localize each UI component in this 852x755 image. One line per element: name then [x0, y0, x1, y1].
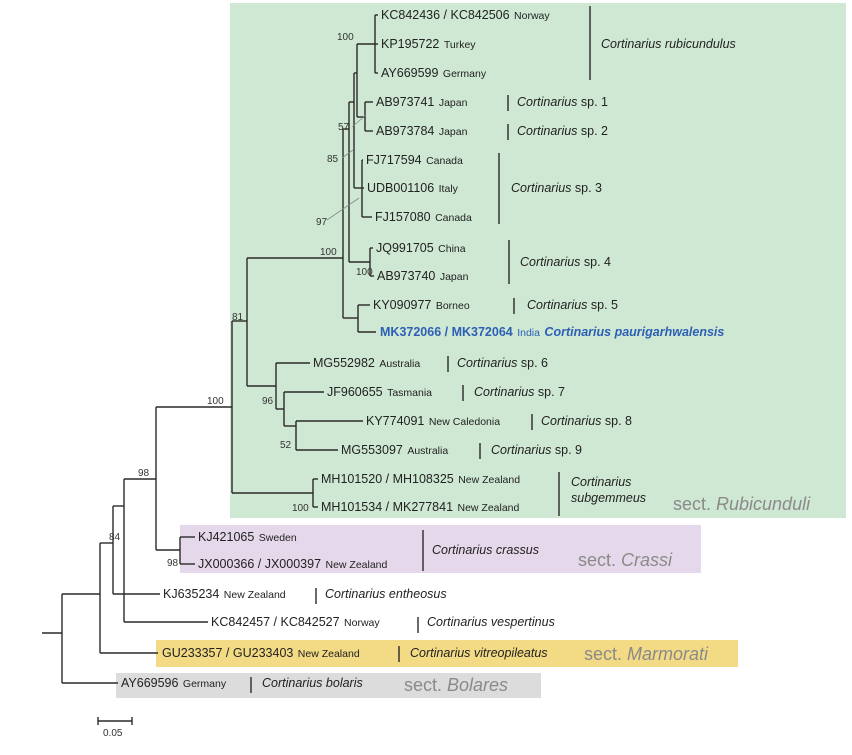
section-rubicunduli-box	[230, 3, 846, 518]
species-subgemmeus-line2: subgemmeus	[571, 491, 646, 505]
leaf-8: FJ157080 Canada	[375, 208, 472, 225]
bootstrap-100-china: 100	[356, 267, 373, 278]
scale-bar-label: 0.05	[103, 728, 123, 739]
section-label-crassi: sect. Crassi	[578, 550, 673, 570]
species-sp1: Cortinarius sp. 1	[517, 95, 608, 109]
species-vespertinus: Cortinarius vespertinus	[427, 615, 555, 629]
bootstrap-85: 85	[327, 154, 339, 165]
species-sp5: Cortinarius sp. 5	[527, 298, 618, 312]
species-sp3: Cortinarius sp. 3	[511, 181, 602, 195]
leaf-11: KY090977 Borneo	[373, 296, 470, 313]
species-sp9: Cortinarius sp. 9	[491, 443, 582, 457]
leaf-16: MG553097 Australia	[341, 441, 448, 458]
leaf-21: KJ635234 New Zealand	[163, 585, 286, 602]
bootstrap-98-crassi: 98	[167, 558, 179, 569]
leaf-20: JX000366 / JX000397 New Zealand	[198, 555, 388, 572]
leaf-5: AB973784 Japan	[376, 122, 468, 139]
leaf-7: UDB001106 Italy	[367, 179, 459, 196]
leaf-6: FJ717594 Canada	[366, 151, 463, 168]
bootstrap-values: 100 57 85 97 100 100 81 96 52 100 100 98…	[109, 32, 373, 569]
leaf-9: JQ991705 China	[376, 239, 466, 256]
leaf-23: GU233357 / GU233403 New Zealand	[162, 644, 360, 661]
species-vitreopileatus: Cortinarius vitreopileatus	[410, 646, 548, 660]
leaf-1: KC842436 / KC842506 Norway	[381, 6, 550, 23]
leaf-2: KP195722 Turkey	[381, 35, 476, 52]
species-sp6: Cortinarius sp. 6	[457, 356, 548, 370]
section-label-bolares: sect. Bolares	[404, 675, 508, 695]
bootstrap-100-rubicundulus: 100	[337, 32, 354, 43]
bootstrap-97: 97	[316, 217, 328, 228]
section-bolares-box	[116, 673, 541, 698]
leaf-10: AB973740 Japan	[377, 267, 469, 284]
bootstrap-81: 81	[232, 312, 244, 323]
species-subgemmeus-line1: Cortinarius	[571, 475, 631, 489]
species-entheosus: Cortinarius entheosus	[325, 587, 447, 601]
species-crassus: Cortinarius crassus	[432, 543, 539, 557]
leaf-24: AY669596 Germany	[121, 674, 227, 691]
section-label-marmorati: sect. Marmorati	[584, 644, 709, 664]
scale-bar: 0.05	[97, 717, 133, 739]
leaf-22: KC842457 / KC842527 Norway	[211, 613, 380, 630]
tree-branches	[42, 14, 378, 684]
bootstrap-98-upper: 98	[138, 468, 150, 479]
bootstrap-100-section: 100	[207, 396, 224, 407]
section-marmorati-box	[156, 640, 738, 667]
leaf-18: MH101534 / MK277841 New Zealand	[321, 498, 520, 515]
species-sp7: Cortinarius sp. 7	[474, 385, 565, 399]
leaf-12-highlight: MK372066 / MK372064 India Cortinarius pa…	[380, 323, 724, 340]
leaf-4: AB973741 Japan	[376, 93, 468, 110]
bootstrap-100-top: 100	[320, 247, 337, 258]
bootstrap-57: 57	[338, 122, 350, 133]
section-labels: sect. Rubicunduli sect. Crassi sect. Mar…	[404, 494, 811, 695]
leaf-15: KY774091 New Caledonia	[366, 412, 500, 429]
leaf-3: AY669599 Germany	[381, 64, 487, 81]
leaf-labels: KC842436 / KC842506 Norway KP195722 Turk…	[121, 6, 724, 691]
bootstrap-52: 52	[280, 440, 292, 451]
species-sp8: Cortinarius sp. 8	[541, 414, 632, 428]
section-crassi-box	[180, 525, 701, 573]
leaf-13: MG552982 Australia	[313, 354, 420, 371]
leaf-19: KJ421065 Sweden	[198, 528, 297, 545]
species-sp2: Cortinarius sp. 2	[517, 124, 608, 138]
species-labels: Cortinarius rubicundulus Cortinarius sp.…	[250, 6, 736, 693]
bootstrap-100-nz: 100	[292, 503, 309, 514]
bootstrap-84: 84	[109, 532, 121, 543]
species-rubicundulus: Cortinarius rubicundulus	[601, 37, 736, 51]
leaf-14: JF960655 Tasmania	[327, 383, 432, 400]
bootstrap-96: 96	[262, 396, 274, 407]
leaf-17: MH101520 / MH108325 New Zealand	[321, 470, 520, 487]
section-label-rubicunduli: sect. Rubicunduli	[673, 494, 811, 514]
species-bolaris: Cortinarius bolaris	[262, 676, 363, 690]
species-sp4: Cortinarius sp. 4	[520, 255, 611, 269]
